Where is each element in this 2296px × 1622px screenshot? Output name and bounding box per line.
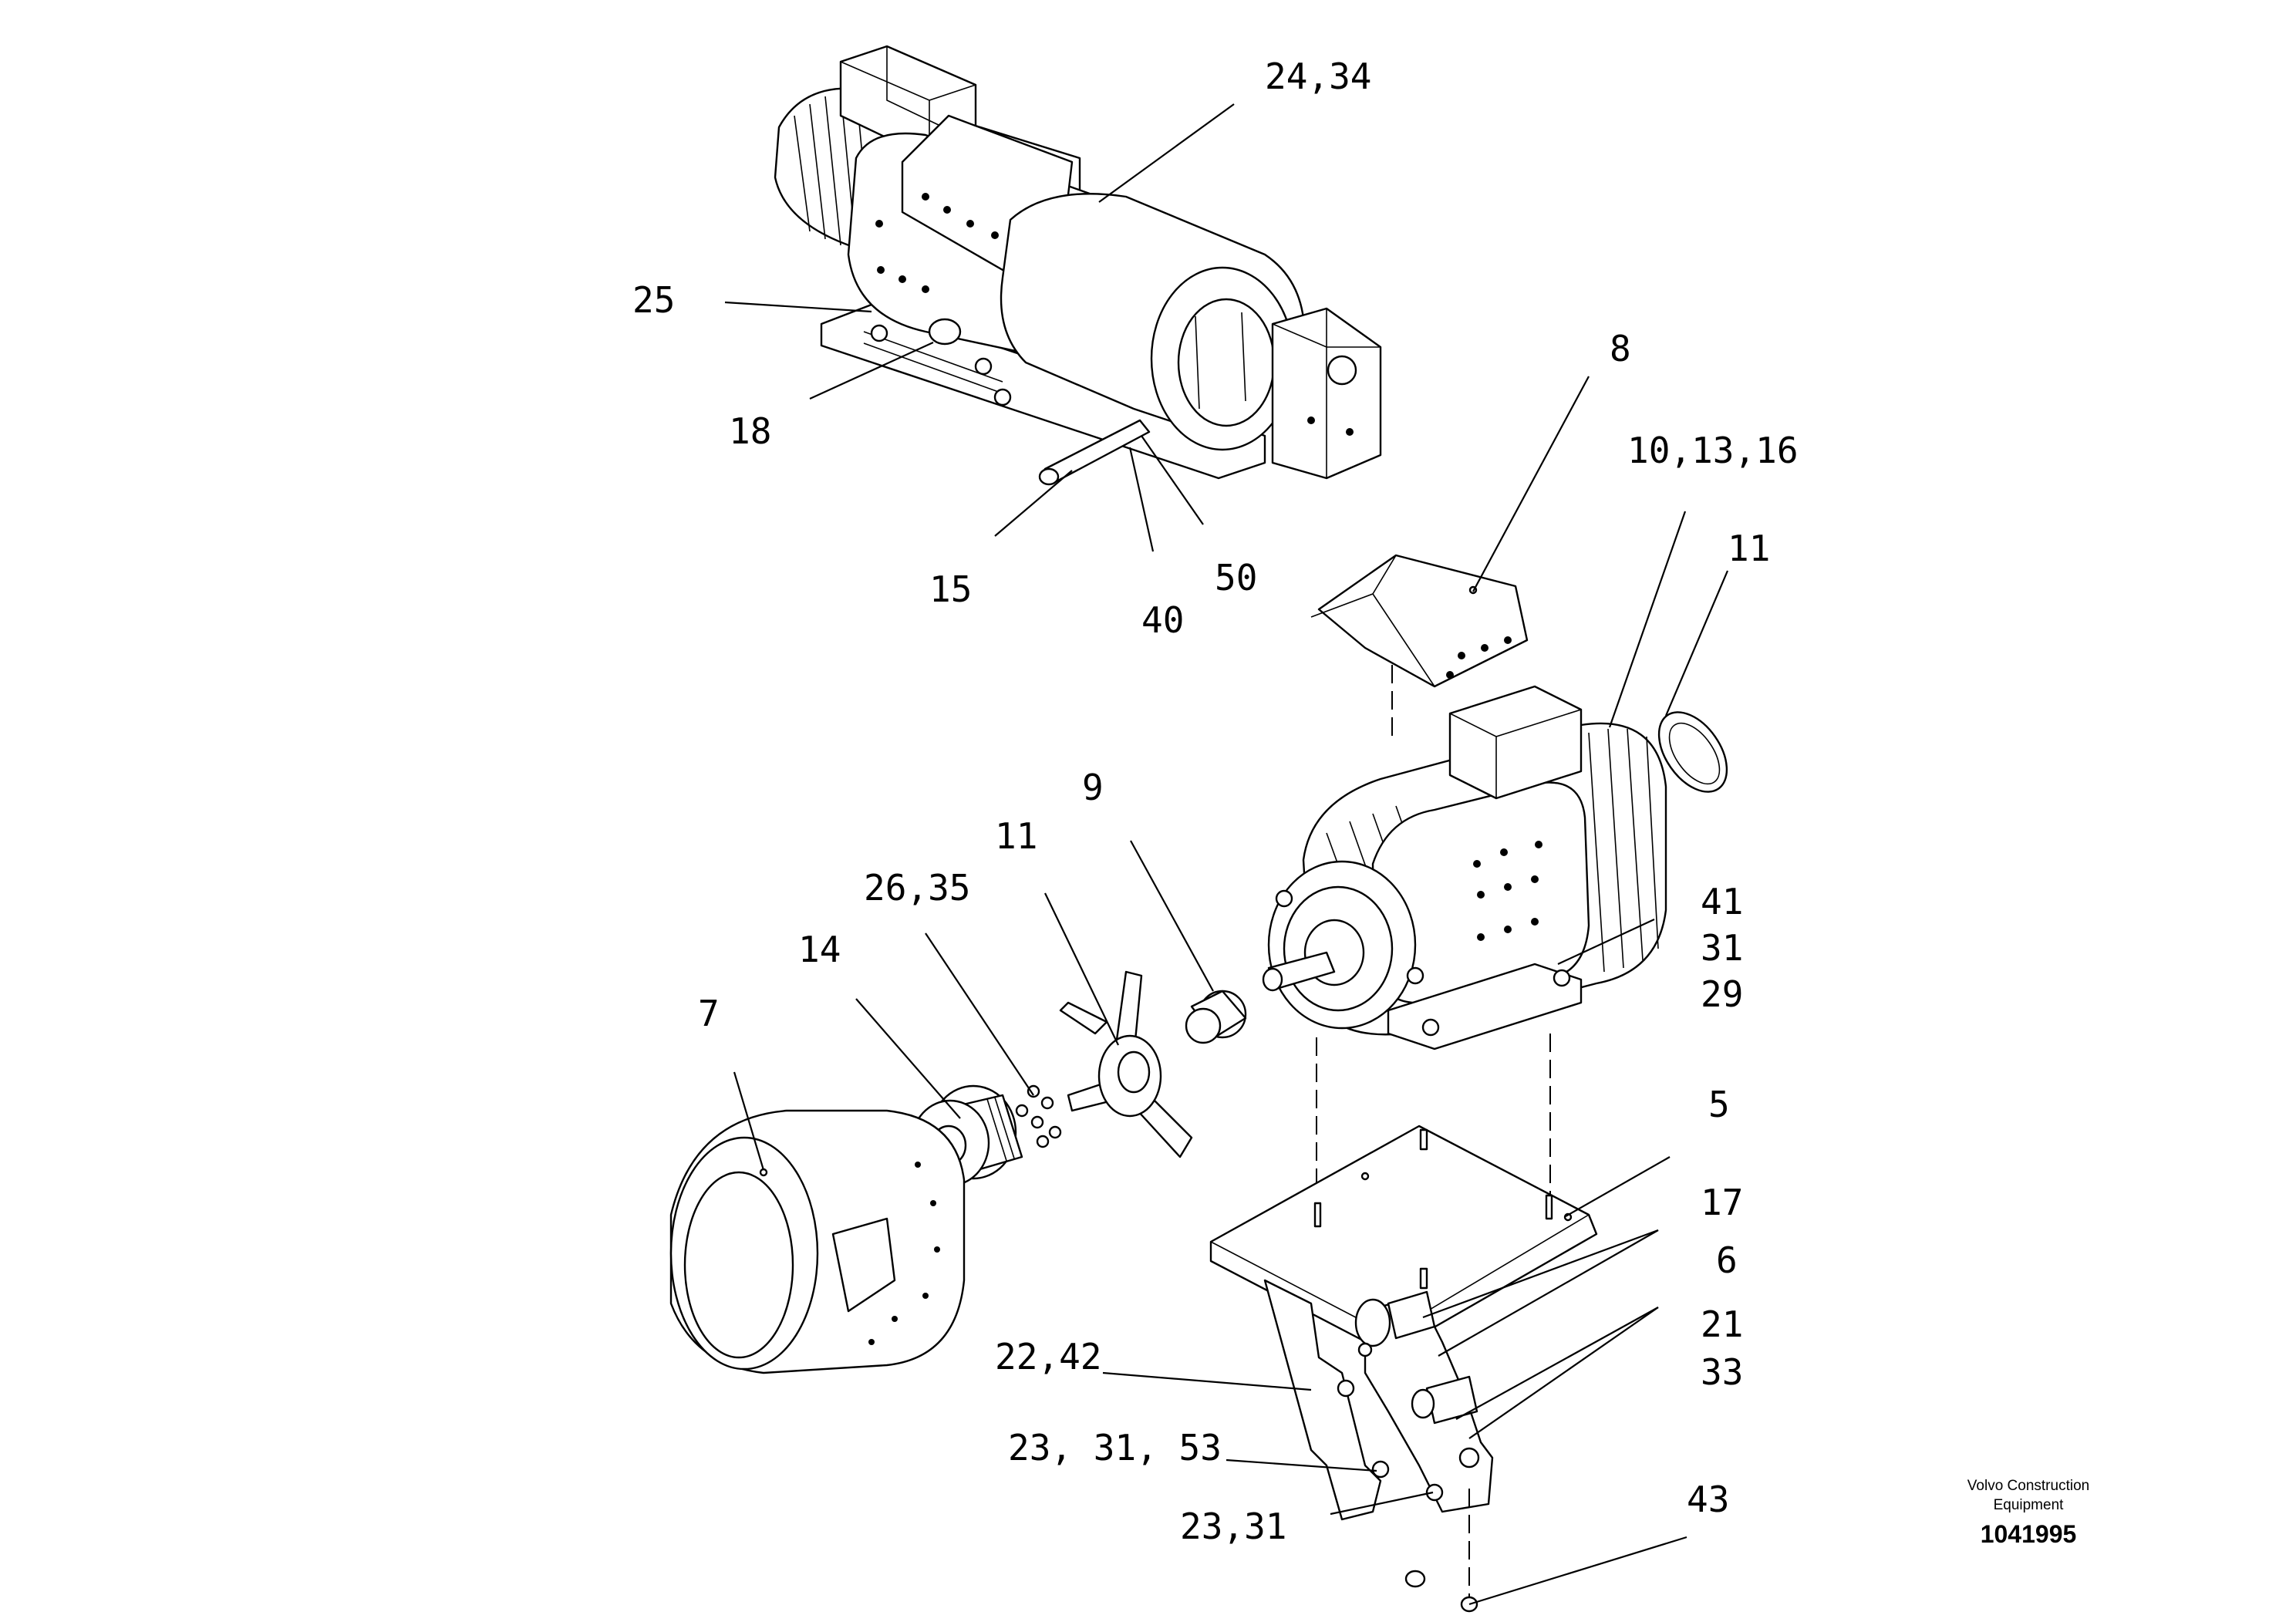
leader-lines bbox=[724, 103, 1729, 1606]
hub-screws bbox=[1015, 1084, 1062, 1148]
callout-15: 15 bbox=[929, 568, 972, 610]
callout-41: 41 bbox=[1701, 881, 1743, 922]
callout-10-13-16: 10,13,16 bbox=[1627, 430, 1799, 471]
callout-50: 50 bbox=[1215, 557, 1257, 599]
callout-6: 6 bbox=[1716, 1239, 1738, 1281]
callout-40: 40 bbox=[1141, 599, 1184, 641]
callout-9: 9 bbox=[1082, 767, 1104, 808]
cooling-fan bbox=[1059, 970, 1193, 1158]
publisher-watermark: Volvo Construction Equipment 1041995 bbox=[1967, 1478, 2089, 1548]
tensioner-bracket bbox=[1263, 1279, 1494, 1521]
callout-29: 29 bbox=[1701, 973, 1743, 1015]
callout-18: 18 bbox=[729, 410, 771, 452]
callout-24-34: 24,34 bbox=[1265, 56, 1371, 97]
callout-14: 14 bbox=[798, 929, 841, 970]
callout-7: 7 bbox=[698, 993, 720, 1034]
electric-motor bbox=[1262, 685, 1667, 1050]
loose-nut bbox=[1404, 1570, 1426, 1588]
seal-ring bbox=[1657, 711, 1728, 793]
callout-31: 31 bbox=[1701, 927, 1743, 969]
callout-26-35: 26,35 bbox=[864, 867, 970, 909]
callout-23-31-53: 23, 31, 53 bbox=[1008, 1427, 1222, 1469]
callout-33: 33 bbox=[1701, 1351, 1743, 1393]
fan-shroud-housing bbox=[669, 1109, 966, 1374]
callout-25: 25 bbox=[632, 279, 675, 321]
callout-11-fan: 11 bbox=[995, 815, 1037, 857]
assembled-motor-unit bbox=[774, 45, 1382, 486]
watermark-company-line2: Equipment bbox=[1994, 1497, 2065, 1513]
coupling-hub bbox=[1185, 990, 1247, 1044]
drawing-number: 1041995 bbox=[1981, 1520, 2077, 1548]
callout-23-31: 23,31 bbox=[1180, 1506, 1286, 1547]
cover-plate bbox=[1310, 554, 1529, 688]
watermark-company-line1: Volvo Construction bbox=[1967, 1478, 2089, 1494]
callout-43: 43 bbox=[1687, 1479, 1729, 1520]
callout-labels: 24,34 25 18 15 40 50 8 10,13,16 11 9 11 … bbox=[632, 56, 1799, 1547]
callout-17: 17 bbox=[1701, 1182, 1743, 1223]
callout-5: 5 bbox=[1708, 1084, 1730, 1125]
callout-8: 8 bbox=[1610, 328, 1631, 369]
callout-11-ring: 11 bbox=[1728, 528, 1770, 569]
callout-22-42: 22,42 bbox=[995, 1336, 1101, 1378]
callout-21: 21 bbox=[1701, 1303, 1743, 1345]
